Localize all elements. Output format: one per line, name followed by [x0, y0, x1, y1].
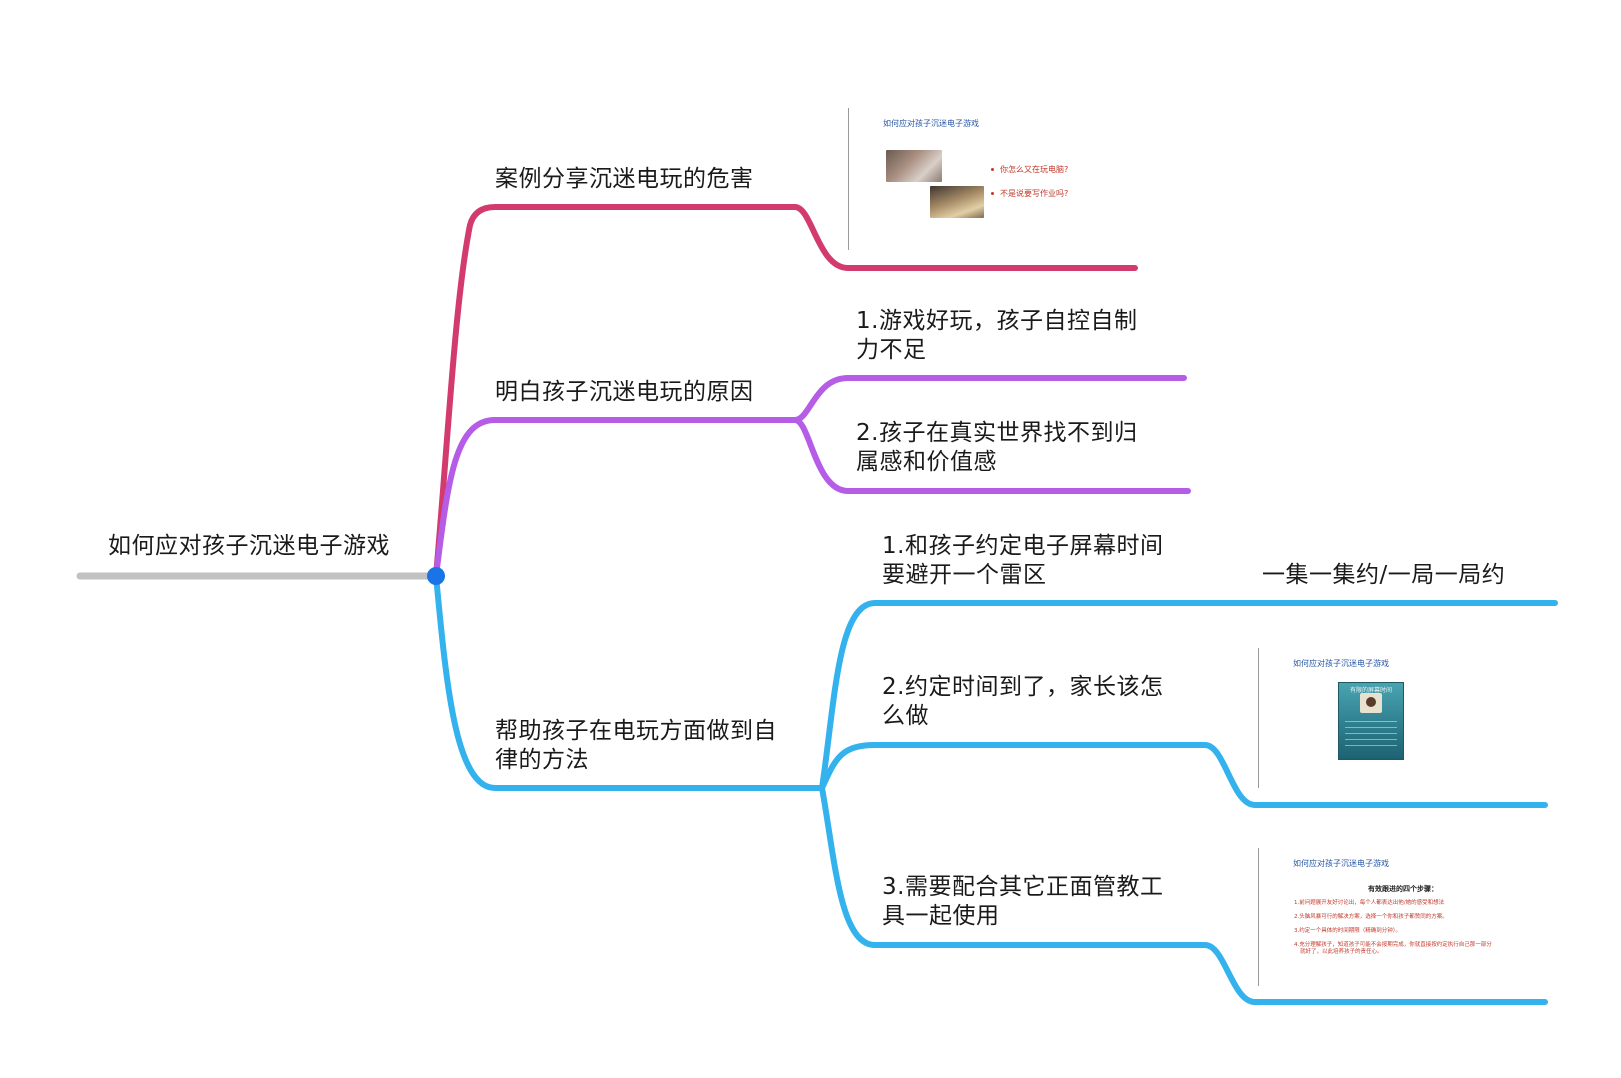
poster-text-line: [1345, 727, 1397, 728]
topic-reason-1-line: 1.游戏好玩，孩子自控自制: [856, 308, 1138, 334]
poster-text-line: [1345, 733, 1397, 734]
topic-methods-line: 律的方法: [495, 747, 589, 773]
method-child-1-connector: [819, 600, 1558, 791]
slide-thumbnail-screen-time[interactable]: 如何应对孩子沉迷电子游戏 有限的屏幕时间: [1258, 648, 1518, 788]
poster-title: 有限的屏幕时间: [1349, 687, 1392, 694]
step-item: 1.前问题展开友好讨论出，每个人都表达出他/她的感受和想法: [1294, 900, 1445, 906]
topic-reasons[interactable]: 明白孩子沉迷电玩的原因: [495, 378, 754, 407]
branch-reason-connector: [433, 417, 798, 579]
reason-child-2-connector: [792, 417, 1191, 494]
topic-reason-2-line: 2.孩子在真实世界找不到归: [856, 420, 1138, 446]
steps-heading: 有效跟进的四个步骤：: [1368, 885, 1438, 893]
topic-reasons-label: 明白孩子沉迷电玩的原因: [495, 379, 754, 405]
slide-title: 如何应对孩子沉迷电子游戏: [883, 119, 979, 128]
poster-text-line: [1345, 739, 1397, 740]
topic-method-1-child-label: 一集一集约/一局一局约: [1262, 562, 1506, 588]
poster-text-line: [1345, 721, 1397, 722]
topic-reason-1[interactable]: 1.游戏好玩，孩子自控自制 力不足: [856, 307, 1137, 365]
topic-method-3[interactable]: 3.需要配合其它正面管教工 具一起使用: [882, 873, 1163, 931]
topic-method-1-line: 要避开一个雷区: [882, 562, 1047, 588]
topic-method-2-line: 2.约定时间到了，家长该怎: [882, 674, 1164, 700]
slide-title: 如何应对孩子沉迷电子游戏: [1293, 659, 1389, 668]
branch-method-connector: [433, 573, 825, 791]
reason-child-1-connector: [792, 375, 1187, 423]
topic-method-2[interactable]: 2.约定时间到了，家长该怎 么做: [882, 673, 1163, 731]
topic-case-sharing-label: 案例分享沉迷电玩的危害: [495, 166, 754, 192]
slide-bullet: 你怎么又在玩电脑?: [991, 164, 1068, 175]
step-item: 4.充分理解孩子，知道孩子可能不会按期完成，你就直接按约定执行自己那一部分: [1294, 942, 1492, 948]
topic-reason-1-line: 力不足: [856, 337, 927, 363]
step-item: 就好了，以此培养孩子的责任心。: [1300, 949, 1383, 955]
thumbnail-divider: [1258, 848, 1259, 986]
topic-method-2-line: 么做: [882, 703, 929, 729]
step-item: 2.头脑风暴可行的解决方案，选择一个你和孩子都赞同的方案。: [1294, 914, 1448, 920]
thumbnail-divider: [1258, 648, 1259, 788]
slide-thumbnail-case[interactable]: 如何应对孩子沉迷电子游戏 你怎么又在玩电脑? 不是说要写作业吗?: [848, 108, 1108, 250]
step-item: 3.约定一个具体的时间期限（精确到分钟）。: [1294, 928, 1401, 934]
root-topic[interactable]: 如何应对孩子沉迷电子游戏: [108, 532, 390, 561]
branch-case-connector: [433, 204, 1138, 579]
topic-case-sharing[interactable]: 案例分享沉迷电玩的危害: [495, 165, 754, 194]
topic-reason-2[interactable]: 2.孩子在真实世界找不到归 属感和价值感: [856, 419, 1137, 477]
slide-thumbnail-follow-up[interactable]: 如何应对孩子沉迷电子游戏 有效跟进的四个步骤： 1.前问题展开友好讨论出，每个人…: [1258, 848, 1518, 986]
topic-method-1-line: 1.和孩子约定电子屏幕时间: [882, 533, 1164, 559]
root-topic-label: 如何应对孩子沉迷电子游戏: [108, 533, 390, 559]
topic-method-1-child[interactable]: 一集一集约/一局一局约: [1262, 561, 1505, 590]
topic-method-3-line: 3.需要配合其它正面管教工: [882, 874, 1164, 900]
topic-reason-2-line: 属感和价值感: [856, 449, 997, 475]
topic-methods-line: 帮助孩子在电玩方面做到自: [495, 718, 777, 744]
topic-method-1[interactable]: 1.和孩子约定电子屏幕时间 要避开一个雷区: [882, 532, 1163, 590]
method-child-2-connector: [819, 742, 1548, 808]
slide-bullet: 不是说要写作业吗?: [991, 188, 1068, 199]
topic-method-3-line: 具一起使用: [882, 903, 1000, 929]
screen-time-poster: 有限的屏幕时间: [1338, 682, 1404, 760]
child-playing-photo: [930, 186, 984, 218]
root-dot[interactable]: [427, 567, 445, 585]
method-child-3-connector: [819, 785, 1548, 1005]
thumbnail-divider: [848, 108, 849, 250]
child-at-computer-photo: [886, 150, 942, 182]
topic-methods[interactable]: 帮助孩子在电玩方面做到自 律的方法: [495, 717, 777, 775]
slide-title: 如何应对孩子沉迷电子游戏: [1293, 859, 1389, 868]
poster-text-line: [1345, 745, 1397, 746]
poster-illustration: [1360, 693, 1382, 713]
